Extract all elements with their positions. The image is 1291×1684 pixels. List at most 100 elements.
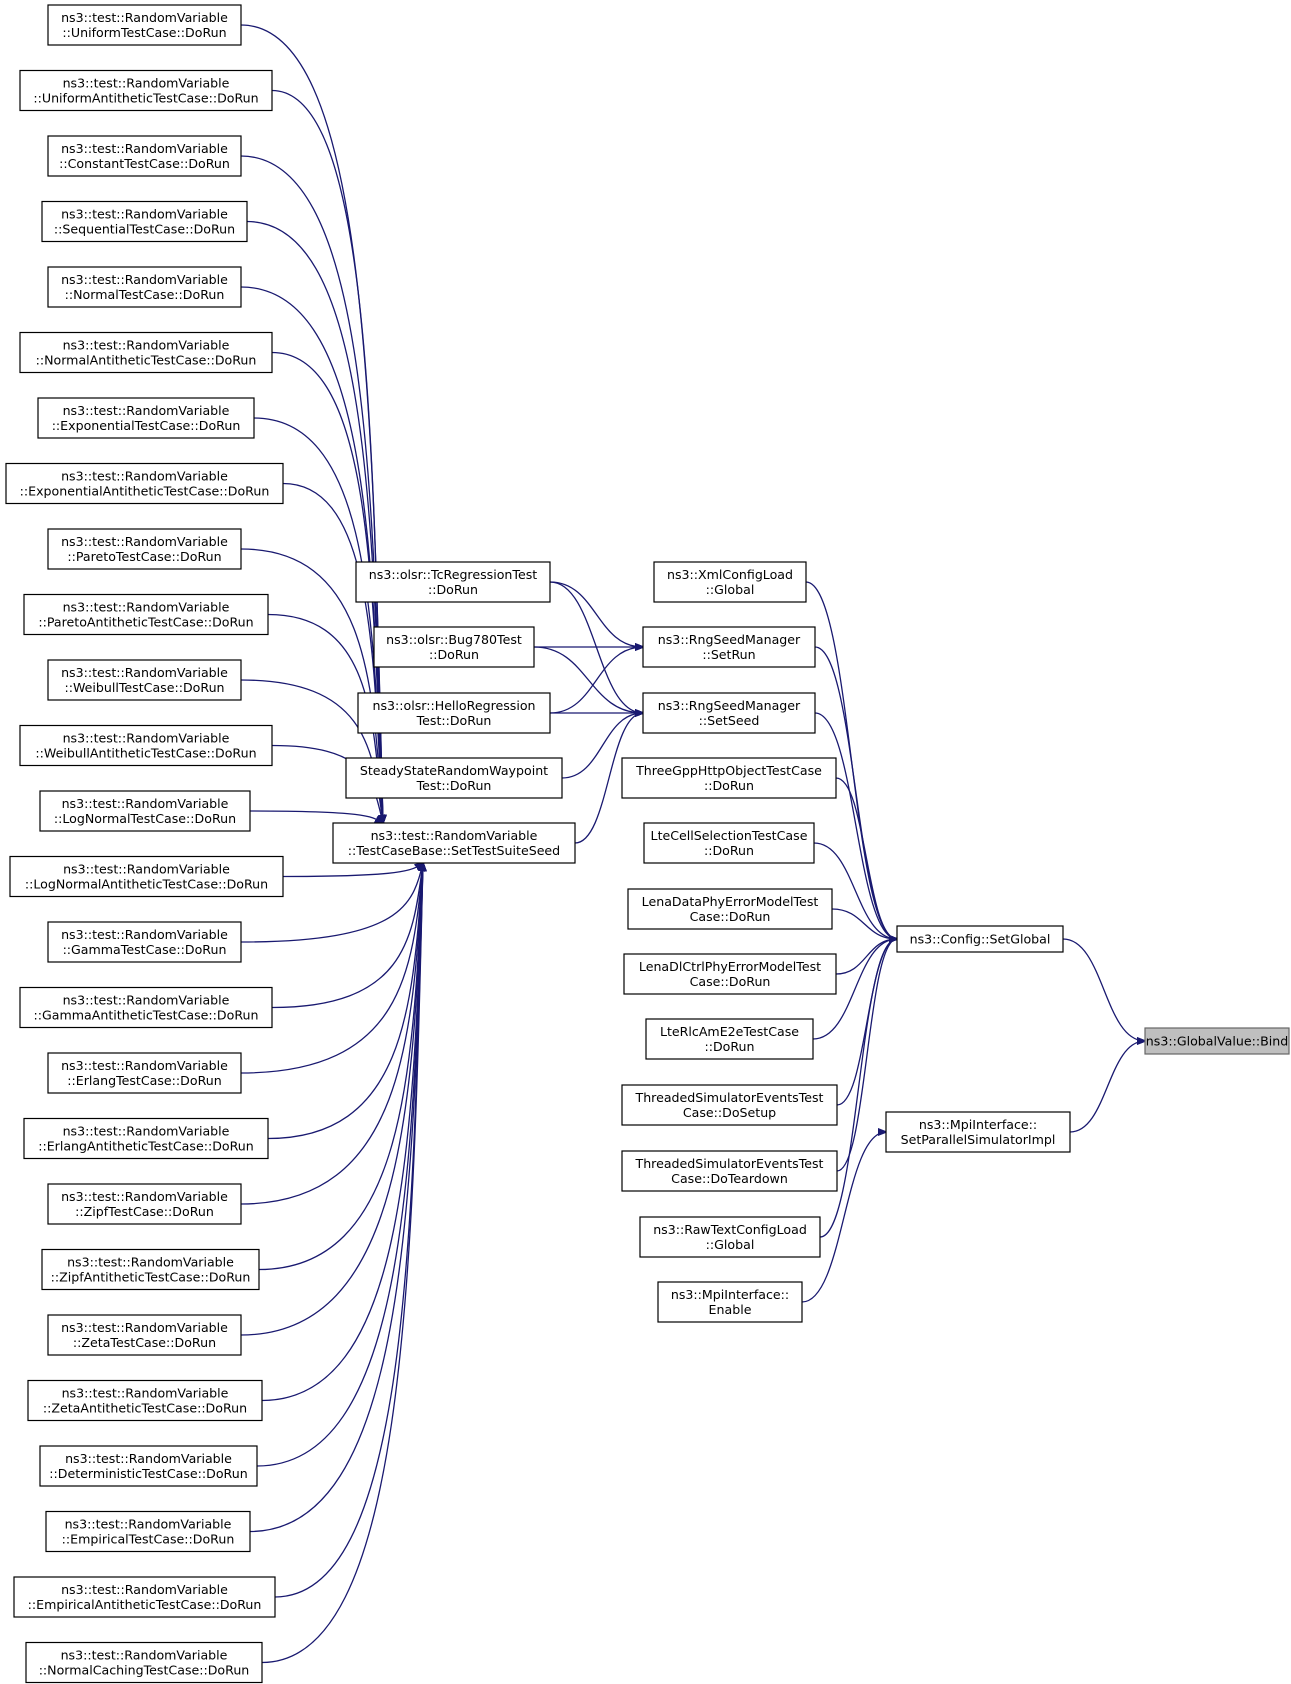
node-label-line: ns3::test::RandomVariable (371, 828, 538, 843)
node-box (19, 724, 273, 767)
node-threadedteardown[interactable]: ThreadedSimulatorEventsTestCase::DoTeard… (621, 1150, 838, 1192)
node-t19[interactable]: ns3::test::RandomVariable::ZipfTestCase:… (47, 1183, 242, 1225)
node-label-line: ::GammaAntitheticTestCase::DoRun (34, 1008, 259, 1023)
node-t26[interactable]: ns3::test::RandomVariable::NormalCaching… (25, 1641, 263, 1684)
node-label-line: ::ParetoTestCase::DoRun (67, 549, 221, 564)
nodes-layer: ns3::GlobalValue::Bind ns3::Config::SetGl… (5, 4, 1290, 1684)
node-box (41, 200, 248, 243)
edge-t14-to-suiteseed (282, 863, 423, 878)
node-t01[interactable]: ns3::test::RandomVariable::UniformTestCa… (47, 4, 242, 46)
node-label-line: ::ZipfTestCase::DoRun (75, 1204, 214, 1219)
node-setglobal[interactable]: ns3::Config::SetGlobal (896, 925, 1064, 953)
node-setparallel[interactable]: ns3::MpiInterface::SetParallelSimulatorI… (885, 1111, 1071, 1153)
node-label-line: ns3::test::RandomVariable (61, 469, 228, 484)
node-setseed[interactable]: ns3::RngSeedManager::SetSeed (642, 692, 816, 734)
node-t09[interactable]: ns3::test::RandomVariable::ParetoTestCas… (47, 528, 242, 570)
node-label-line: ns3::test::RandomVariable (61, 927, 228, 942)
node-box (643, 822, 815, 864)
node-label-line: ::NormalTestCase::DoRun (65, 287, 225, 302)
node-olsrbug[interactable]: ns3::olsr::Bug780Test::DoRun (373, 626, 535, 668)
node-box (642, 626, 816, 668)
node-t21[interactable]: ns3::test::RandomVariable::ZetaTestCase:… (47, 1314, 242, 1356)
node-setrun[interactable]: ns3::RngSeedManager::SetRun (642, 626, 816, 668)
node-label-line: Test::DoRun (416, 778, 492, 793)
node-t23[interactable]: ns3::test::RandomVariable::Deterministic… (39, 1445, 258, 1487)
node-label-line: ns3::test::RandomVariable (61, 207, 228, 222)
node-t04[interactable]: ns3::test::RandomVariable::SequentialTes… (41, 200, 248, 243)
node-t07[interactable]: ns3::test::RandomVariable::ExponentialTe… (37, 397, 255, 439)
node-rawtext[interactable]: ns3::RawTextConfigLoad::Global (639, 1216, 821, 1258)
node-t12[interactable]: ns3::test::RandomVariable::WeibullAntith… (19, 724, 273, 767)
node-label-line: ::GammaTestCase::DoRun (63, 942, 227, 957)
node-label-line: Case::DoSetup (683, 1105, 776, 1120)
node-label-line: ThreadedSimulatorEventsTest (635, 1156, 824, 1171)
node-label-line: Case::DoTeardown (671, 1171, 788, 1186)
edge-t19-to-suiteseed (240, 863, 423, 1205)
node-label-line: ThreadedSimulatorEventsTest (635, 1090, 824, 1105)
node-t25[interactable]: ns3::test::RandomVariable::EmpiricalAnti… (13, 1576, 276, 1618)
node-label-line: ::DoRun (428, 582, 478, 597)
node-box (332, 822, 576, 864)
node-box (45, 1510, 251, 1553)
node-t15[interactable]: ns3::test::RandomVariable::GammaTestCase… (47, 921, 242, 963)
node-box (47, 1052, 242, 1094)
node-lterlc[interactable]: LteRlcAmE2eTestCase::DoRun (645, 1018, 814, 1060)
node-threegpp[interactable]: ThreeGppHttpObjectTestCase::DoRun (621, 757, 837, 799)
node-t22[interactable]: ns3::test::RandomVariable::ZetaAntitheti… (27, 1379, 263, 1422)
node-t11[interactable]: ns3::test::RandomVariable::WeibullTestCa… (47, 659, 242, 701)
node-suiteseed[interactable]: ns3::test::RandomVariable::TestCaseBase:… (332, 822, 576, 864)
edge-rawtext-to-setglobal (819, 939, 897, 1238)
node-label-line: ns3::test::RandomVariable (61, 1189, 228, 1204)
node-box (13, 1576, 276, 1618)
node-label-line: ns3::GlobalValue::Bind (1146, 1034, 1288, 1049)
node-bind[interactable]: ns3::GlobalValue::Bind (1144, 1027, 1290, 1055)
edge-t24-to-suiteseed (249, 863, 423, 1533)
node-t14[interactable]: ns3::test::RandomVariable::LogNormalAnti… (9, 855, 284, 898)
edge-suiteseed-to-setseed (574, 713, 643, 844)
node-t16[interactable]: ns3::test::RandomVariable::GammaAntithet… (19, 986, 273, 1029)
node-box (1144, 1027, 1290, 1055)
node-box (885, 1111, 1071, 1153)
node-t24[interactable]: ns3::test::RandomVariable::EmpiricalTest… (45, 1510, 251, 1553)
node-t05[interactable]: ns3::test::RandomVariable::NormalTestCas… (47, 266, 242, 308)
node-box (5, 462, 284, 505)
node-box (355, 561, 551, 603)
node-olsrtc[interactable]: ns3::olsr::TcRegressionTest::DoRun (355, 561, 551, 603)
node-t03[interactable]: ns3::test::RandomVariable::ConstantTestC… (47, 135, 242, 177)
node-box (47, 1314, 242, 1356)
node-label-line: LteCellSelectionTestCase (651, 828, 808, 843)
node-t20[interactable]: ns3::test::RandomVariable::ZipfAntitheti… (41, 1248, 260, 1291)
node-label-line: ns3::RawTextConfigLoad (653, 1222, 807, 1237)
node-box (47, 1183, 242, 1225)
edge-t26-to-suiteseed (261, 863, 423, 1664)
node-label-line: ::Global (706, 582, 755, 597)
node-label-line: Test::DoRun (416, 713, 492, 728)
node-t08[interactable]: ns3::test::RandomVariable::ExponentialAn… (5, 462, 284, 505)
node-label-line: ns3::test::RandomVariable (62, 1386, 229, 1401)
node-xmlglobal[interactable]: ns3::XmlConfigLoad::Global (653, 561, 807, 603)
node-label-line: ::WeibullAntitheticTestCase::DoRun (35, 746, 256, 761)
node-label-line: ns3::test::RandomVariable (62, 796, 229, 811)
node-label-line: ns3::test::RandomVariable (61, 665, 228, 680)
node-label-line: ns3::test::RandomVariable (61, 1648, 228, 1663)
node-t13[interactable]: ns3::test::RandomVariable::LogNormalTest… (39, 790, 251, 832)
node-t17[interactable]: ns3::test::RandomVariable::ErlangTestCas… (47, 1052, 242, 1094)
node-t10[interactable]: ns3::test::RandomVariable::ParetoAntithe… (23, 593, 269, 636)
node-label-line: Case::DoRun (690, 974, 771, 989)
node-box (47, 4, 242, 46)
node-t18[interactable]: ns3::test::RandomVariable::ErlangAntithe… (23, 1117, 269, 1160)
node-t02[interactable]: ns3::test::RandomVariable::UniformAntith… (19, 69, 273, 112)
node-label-line: ::ErlangTestCase::DoRun (67, 1073, 221, 1088)
node-label-line: ns3::test::RandomVariable (63, 403, 230, 418)
node-ltecell[interactable]: LteCellSelectionTestCase::DoRun (643, 822, 815, 864)
node-label-line: ns3::olsr::Bug780Test (386, 632, 522, 647)
node-label-line: ::NormalCachingTestCase::DoRun (39, 1663, 250, 1678)
node-t06[interactable]: ns3::test::RandomVariable::NormalAntithe… (19, 331, 273, 374)
node-mpienable[interactable]: ns3::MpiInterface::Enable (657, 1281, 803, 1323)
node-label-line: ns3::test::RandomVariable (61, 141, 228, 156)
